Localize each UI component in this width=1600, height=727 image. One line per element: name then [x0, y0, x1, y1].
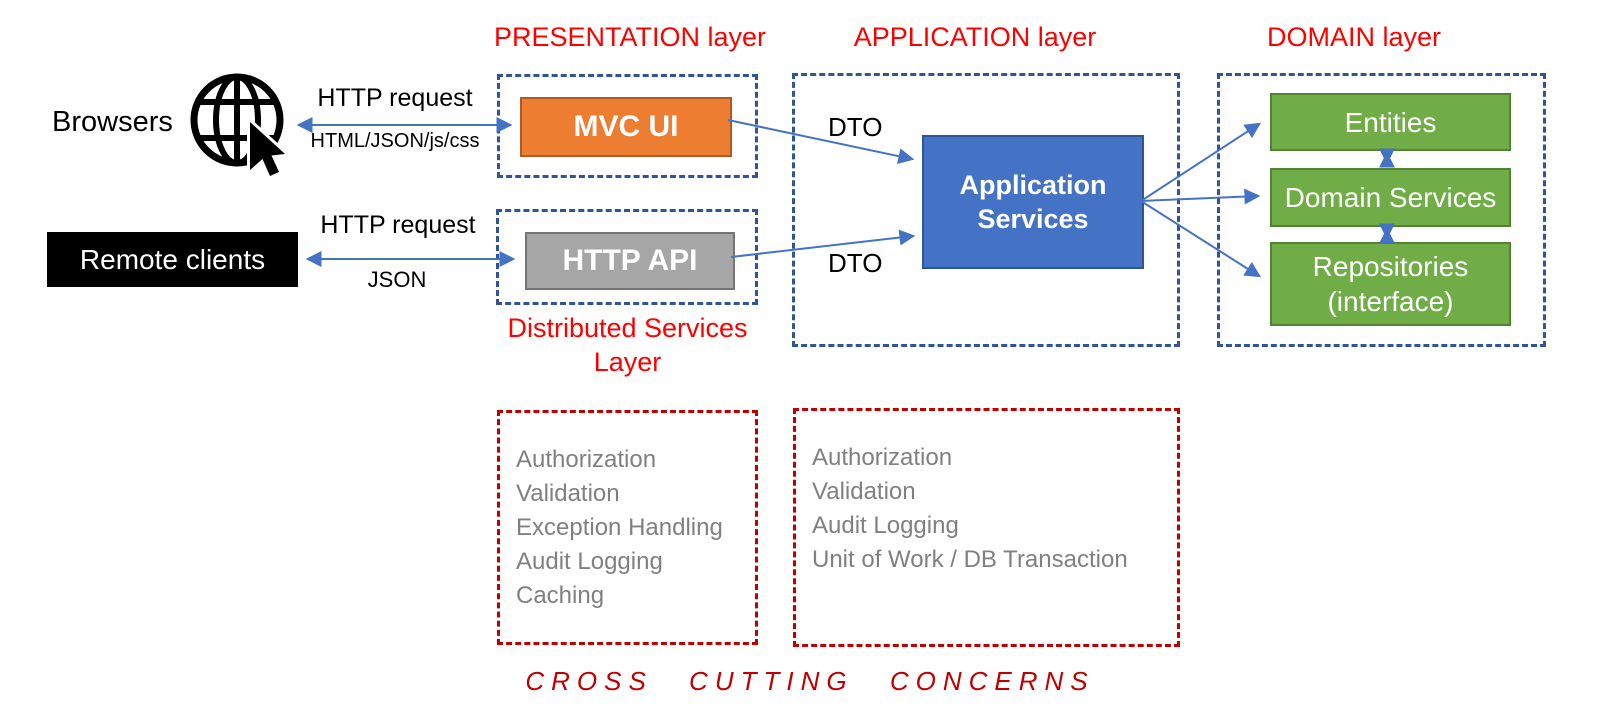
- cross-cutting-list-application: Authorization Validation Audit Logging U…: [796, 411, 1177, 577]
- concern-item: Audit Logging: [516, 548, 663, 575]
- http-payload-top-label: HTML/JSON/js/css: [310, 130, 480, 152]
- http-payload-bottom-label: JSON: [367, 267, 427, 292]
- entities-label: Entities: [1344, 106, 1437, 138]
- concern-item: Audit Logging: [812, 512, 959, 539]
- distributed-services-layer-label-line2: Layer: [593, 347, 662, 377]
- concern-item: Validation: [516, 480, 620, 507]
- distributed-services-layer-label: Distributed Services Layer: [487, 311, 768, 379]
- presentation-layer-label: PRESENTATION layer: [493, 22, 767, 52]
- dto-top-label: DTO: [828, 112, 883, 142]
- cross-cutting-box-distributed: Authorization Validation Exception Handl…: [497, 410, 758, 645]
- cross-cutting-box-application: Authorization Validation Audit Logging U…: [793, 408, 1180, 647]
- cross-cutting-concerns-title: CROSS CUTTING CONCERNS: [525, 666, 1095, 696]
- entities-box: Entities: [1270, 93, 1511, 151]
- browsers-label: Browsers: [52, 106, 173, 138]
- application-services-box: Application Services: [922, 135, 1144, 269]
- repositories-box: Repositories (interface): [1270, 242, 1511, 326]
- cursor-icon: [247, 115, 292, 180]
- concern-item: Authorization: [516, 446, 657, 473]
- application-services-label-line1: Application: [959, 170, 1107, 200]
- remote-clients-label: Remote clients: [79, 243, 266, 275]
- concern-item: Unit of Work / DB Transaction: [812, 546, 1128, 573]
- distributed-services-layer-label-line1: Distributed Services: [507, 313, 748, 343]
- http-request-bottom-label: HTTP request: [320, 211, 476, 239]
- repositories-label-line1: Repositories: [1312, 251, 1469, 282]
- http-api-box: HTTP API: [525, 232, 735, 290]
- repositories-label-line2: (interface): [1327, 286, 1454, 317]
- application-layer-label: APPLICATION layer: [853, 22, 1097, 52]
- mvc-ui-box: MVC UI: [520, 97, 732, 157]
- concern-item: Validation: [812, 478, 916, 505]
- cross-cutting-list-distributed: Authorization Validation Exception Handl…: [500, 413, 755, 613]
- application-services-label-line2: Services: [977, 204, 1089, 234]
- domain-services-label: Domain Services: [1284, 182, 1497, 213]
- dto-bottom-label: DTO: [828, 248, 883, 278]
- mvc-ui-label: MVC UI: [573, 110, 679, 143]
- concern-item: Exception Handling: [516, 514, 723, 541]
- concern-item: Caching: [516, 582, 605, 609]
- domain-services-box: Domain Services: [1270, 168, 1511, 227]
- remote-clients-box: Remote clients: [47, 232, 298, 287]
- http-api-label: HTTP API: [562, 244, 698, 277]
- domain-layer-label: DOMAIN layer: [1266, 22, 1442, 52]
- http-request-top-label: HTTP request: [317, 84, 473, 112]
- concern-item: Authorization: [812, 444, 953, 471]
- globe-icon: [190, 73, 292, 180]
